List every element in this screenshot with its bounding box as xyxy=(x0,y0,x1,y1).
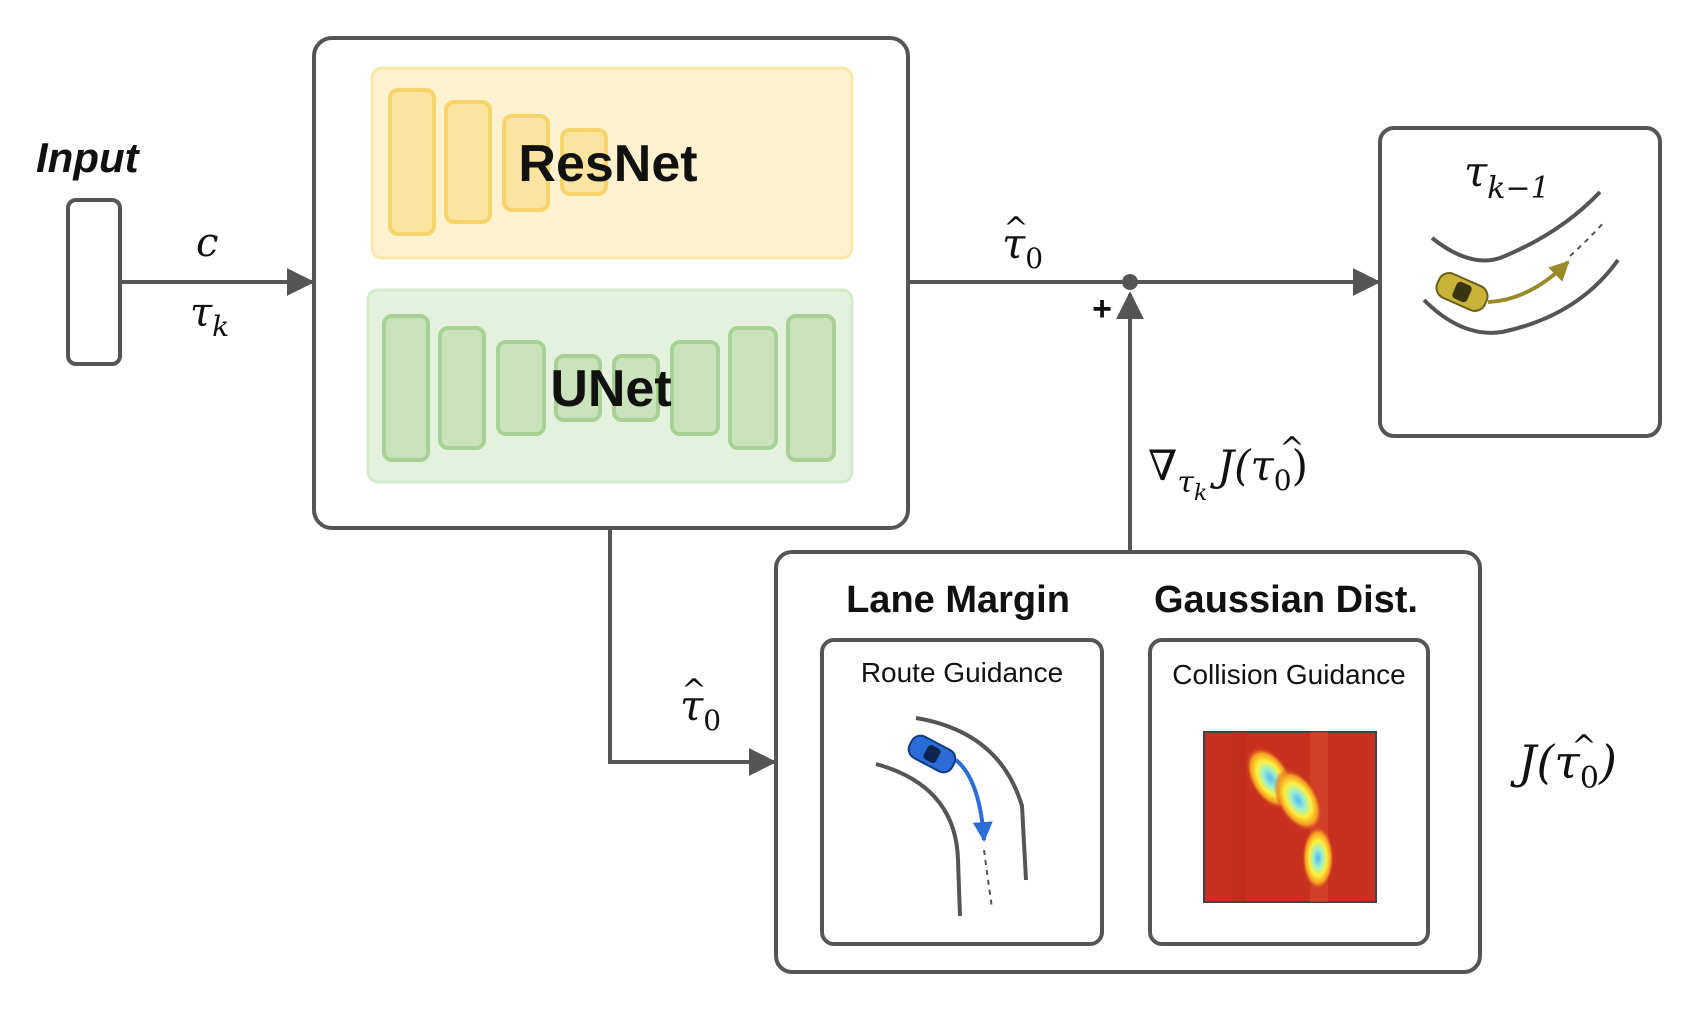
resnet-layer xyxy=(444,100,492,224)
output-road xyxy=(1422,190,1620,335)
unet-label: UNet xyxy=(550,360,671,418)
route-road xyxy=(875,716,1028,917)
sum-plus: + xyxy=(1092,290,1112,328)
route-planned-path xyxy=(983,849,993,909)
cost-function-label: J(τ0) xyxy=(1510,735,1617,796)
agent-blob xyxy=(1302,826,1334,890)
route-car-icon xyxy=(907,734,957,774)
road-edge-lower xyxy=(1422,258,1620,335)
input-title: Input xyxy=(36,134,141,181)
unet-layer xyxy=(786,314,836,462)
guidance-input-arrow xyxy=(608,528,777,776)
route-guidance-label: Route Guidance xyxy=(861,657,1063,688)
route-guidance-panel xyxy=(820,638,1104,946)
resnet-layer xyxy=(502,114,550,212)
resnet-layer xyxy=(388,88,436,236)
unet-layer xyxy=(554,354,602,422)
resnet-layer xyxy=(560,128,608,196)
prediction-label-top: τ0 xyxy=(1002,219,1043,275)
prediction-hat-top: ^ xyxy=(1003,211,1028,246)
output-box xyxy=(1378,126,1662,438)
cond-label: c xyxy=(196,220,218,266)
output-car-icon xyxy=(1435,272,1489,312)
prediction-label-bottom: τ0 xyxy=(680,681,721,737)
unet-layer xyxy=(728,326,778,450)
cost-hat: ^ xyxy=(1571,729,1596,764)
unet-blocks xyxy=(382,314,836,462)
road-edge-upper xyxy=(1430,190,1602,263)
prediction-hat-bottom: ^ xyxy=(681,673,706,708)
output-label: τk−1 xyxy=(1464,147,1550,206)
input-block xyxy=(66,198,122,366)
gradient-label: ∇τkJ(τ0) xyxy=(1148,441,1308,506)
noise-label: τk xyxy=(190,290,229,343)
unet-layer xyxy=(496,340,546,436)
lane-margin-title: Lane Margin xyxy=(846,579,1070,621)
collision-heatmap xyxy=(1203,731,1377,903)
unet-layer xyxy=(438,326,486,450)
gaussian-dist-title: Gaussian Dist. xyxy=(1154,579,1418,621)
output-trajectory xyxy=(1487,260,1570,304)
collision-guidance-label: Collision Guidance xyxy=(1172,659,1405,690)
unet-layer xyxy=(670,340,720,436)
road-edge-left xyxy=(875,762,962,917)
output-planned-path xyxy=(1569,221,1605,257)
route-trajectory xyxy=(954,758,993,842)
sum-node xyxy=(1122,274,1138,290)
resnet-label: ResNet xyxy=(518,135,697,193)
unet-layer xyxy=(382,314,430,462)
unet-layer xyxy=(612,354,660,422)
gradient-hat: ^ xyxy=(1279,431,1304,466)
road-edge-right xyxy=(915,716,1028,881)
agent-blob xyxy=(1273,768,1323,832)
resnet-blocks xyxy=(388,88,608,236)
